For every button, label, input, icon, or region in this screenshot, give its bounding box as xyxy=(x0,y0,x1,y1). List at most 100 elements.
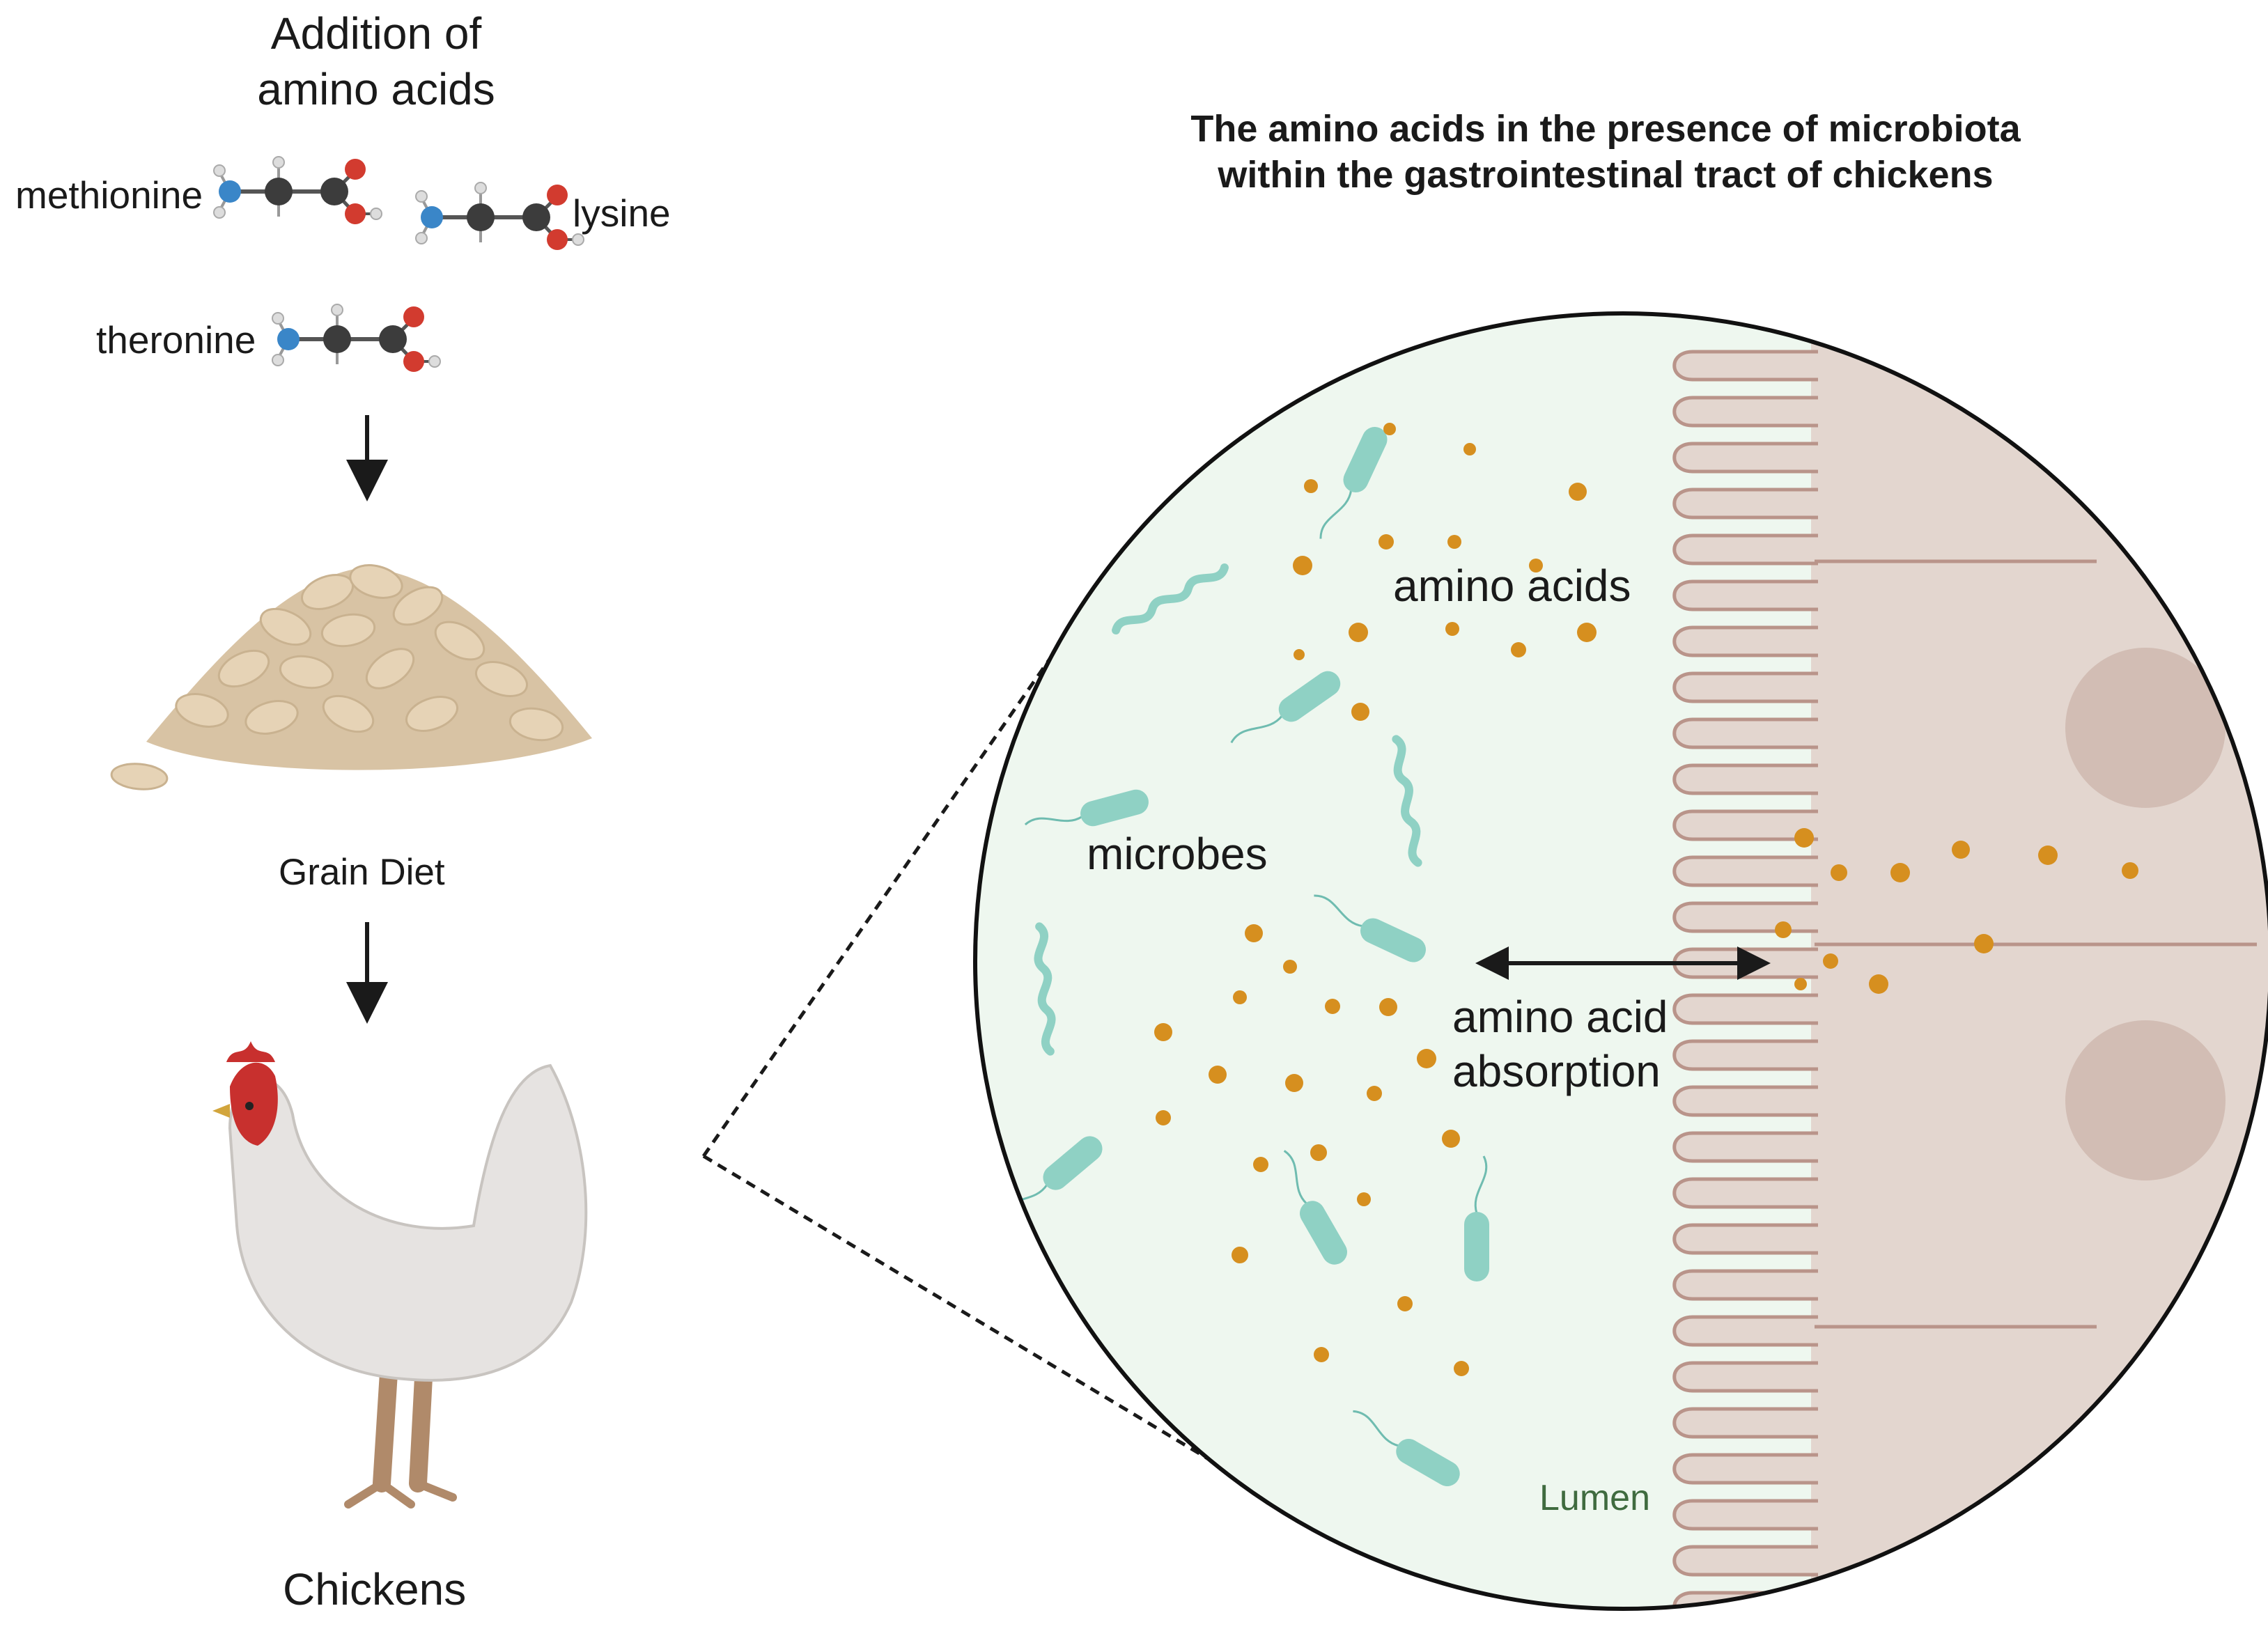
amino-acid-dot xyxy=(1253,1157,1268,1172)
amino-acid-dot xyxy=(1890,863,1910,882)
methionine-label: methionine xyxy=(15,173,203,217)
amino-acid-dot xyxy=(1417,1049,1436,1068)
villus xyxy=(1672,350,1818,382)
villus xyxy=(1672,625,1818,657)
amino-acid-dot xyxy=(1378,534,1394,550)
magnified-view-title: The amino acids in the presence of micro… xyxy=(1190,108,2021,196)
intestinal-villi xyxy=(1672,350,1818,1609)
microbe-rod-icon xyxy=(1319,426,1388,539)
villus xyxy=(1672,1315,1818,1347)
amino-acid-dot xyxy=(1952,841,1970,859)
villus xyxy=(1672,488,1818,520)
villus xyxy=(1672,442,1818,474)
amino-acid-dot xyxy=(1283,960,1297,974)
amino-acid-particles xyxy=(1154,423,2138,1376)
left-title: Addition of amino acids xyxy=(209,6,543,117)
amino-acid-dot xyxy=(1794,828,1814,848)
amino-acid-dot xyxy=(1454,1361,1469,1376)
magnifier-circle xyxy=(973,311,2268,1611)
villus xyxy=(1672,1177,1818,1209)
amino-acid-dot xyxy=(2038,845,2058,865)
villus xyxy=(1672,1085,1818,1117)
villus xyxy=(1672,1039,1818,1071)
amino-acid-dot xyxy=(1869,974,1888,994)
amino-acid-dot xyxy=(1569,483,1587,501)
absorption-label-line2: absorption xyxy=(1452,1046,1661,1096)
amino-acid-dot xyxy=(1209,1066,1227,1084)
amino-acid-dot xyxy=(1974,934,1994,953)
villus xyxy=(1672,533,1818,566)
amino-acid-dot xyxy=(1294,649,1305,660)
amino-acid-dot xyxy=(1379,998,1397,1016)
villus xyxy=(1672,1499,1818,1531)
villus xyxy=(1672,579,1818,611)
amino-acid-dot xyxy=(1285,1074,1303,1092)
villus xyxy=(1672,763,1818,795)
left-title-line1: Addition of xyxy=(270,8,482,59)
villus xyxy=(1672,1453,1818,1485)
amino-acid-dot xyxy=(2122,862,2138,879)
amino-acid-dot xyxy=(1442,1130,1460,1148)
amino-acid-dot xyxy=(1357,1192,1371,1206)
amino-acid-dot xyxy=(1831,864,1847,881)
lumen-label: Lumen xyxy=(1539,1478,1650,1518)
theronine-label: theronine xyxy=(96,318,256,361)
zoom-line-top xyxy=(701,605,1089,1158)
chicken-icon xyxy=(212,1041,588,1509)
amino-acid-dot xyxy=(1445,622,1459,636)
amino-acid-dot xyxy=(1310,1144,1327,1161)
chickens-label: Chickens xyxy=(283,1564,467,1614)
amino-acid-dot xyxy=(1154,1023,1172,1041)
amino-acid-dot xyxy=(1367,1086,1382,1101)
amino-acid-dot xyxy=(1325,999,1340,1014)
grain-pile-icon xyxy=(110,564,592,790)
amino-acid-dot xyxy=(1233,990,1247,1004)
amino-acid-dot xyxy=(1351,703,1369,721)
amino-acid-dot xyxy=(1245,924,1263,942)
methionine-molecule-icon xyxy=(214,157,382,224)
microbes-group xyxy=(997,426,1489,1486)
zoom-line-bottom xyxy=(702,1154,1297,1513)
amino-acid-dot xyxy=(1775,921,1792,938)
villus xyxy=(1672,671,1818,703)
left-title-line2: amino acids xyxy=(257,64,495,114)
villus xyxy=(1672,993,1818,1025)
villus xyxy=(1672,1131,1818,1163)
amino-acid-dot xyxy=(1463,443,1476,455)
amino-acid-dot xyxy=(1794,978,1807,990)
villus xyxy=(1672,1223,1818,1255)
villus xyxy=(1672,396,1818,428)
microbe-rod-icon xyxy=(1024,789,1149,827)
villus xyxy=(1672,855,1818,887)
amino-acid-dot xyxy=(1447,535,1461,549)
microbe-rod-icon xyxy=(1353,1410,1460,1486)
amino-acid-dot xyxy=(1304,479,1318,493)
villus xyxy=(1672,1407,1818,1439)
tissue-region xyxy=(1811,313,2268,1609)
villus xyxy=(1672,1361,1818,1393)
microbe-rod-icon xyxy=(1314,894,1427,962)
amino-acid-dot xyxy=(1823,953,1838,969)
amino-acid-dot xyxy=(1577,623,1597,642)
microbe-rod-icon xyxy=(1464,1155,1489,1281)
amino-acid-dot xyxy=(1397,1296,1413,1311)
amino-acid-dot xyxy=(1529,559,1543,572)
villus xyxy=(1672,1545,1818,1577)
cell-nucleus xyxy=(2065,648,2226,808)
amino-acid-dot xyxy=(1293,556,1312,575)
villus xyxy=(1672,809,1818,841)
amino-acid-dot xyxy=(1156,1110,1171,1125)
amino-acid-dot xyxy=(1511,642,1526,657)
lysine-molecule-icon xyxy=(416,182,584,250)
microbe-rod-icon xyxy=(1230,671,1341,744)
amino-acid-dot xyxy=(1349,623,1368,642)
amino-acid-dot xyxy=(1383,423,1396,435)
microbe-spiral-icon xyxy=(1034,922,1056,1056)
absorption-label-line1: amino acid xyxy=(1452,992,1668,1042)
villus xyxy=(1672,1269,1818,1301)
cell-nucleus xyxy=(2065,1020,2226,1180)
microbe-rod-icon xyxy=(1283,1150,1347,1265)
amino-acid-dot xyxy=(1314,1347,1329,1362)
microbe-spiral-icon xyxy=(1392,735,1422,867)
